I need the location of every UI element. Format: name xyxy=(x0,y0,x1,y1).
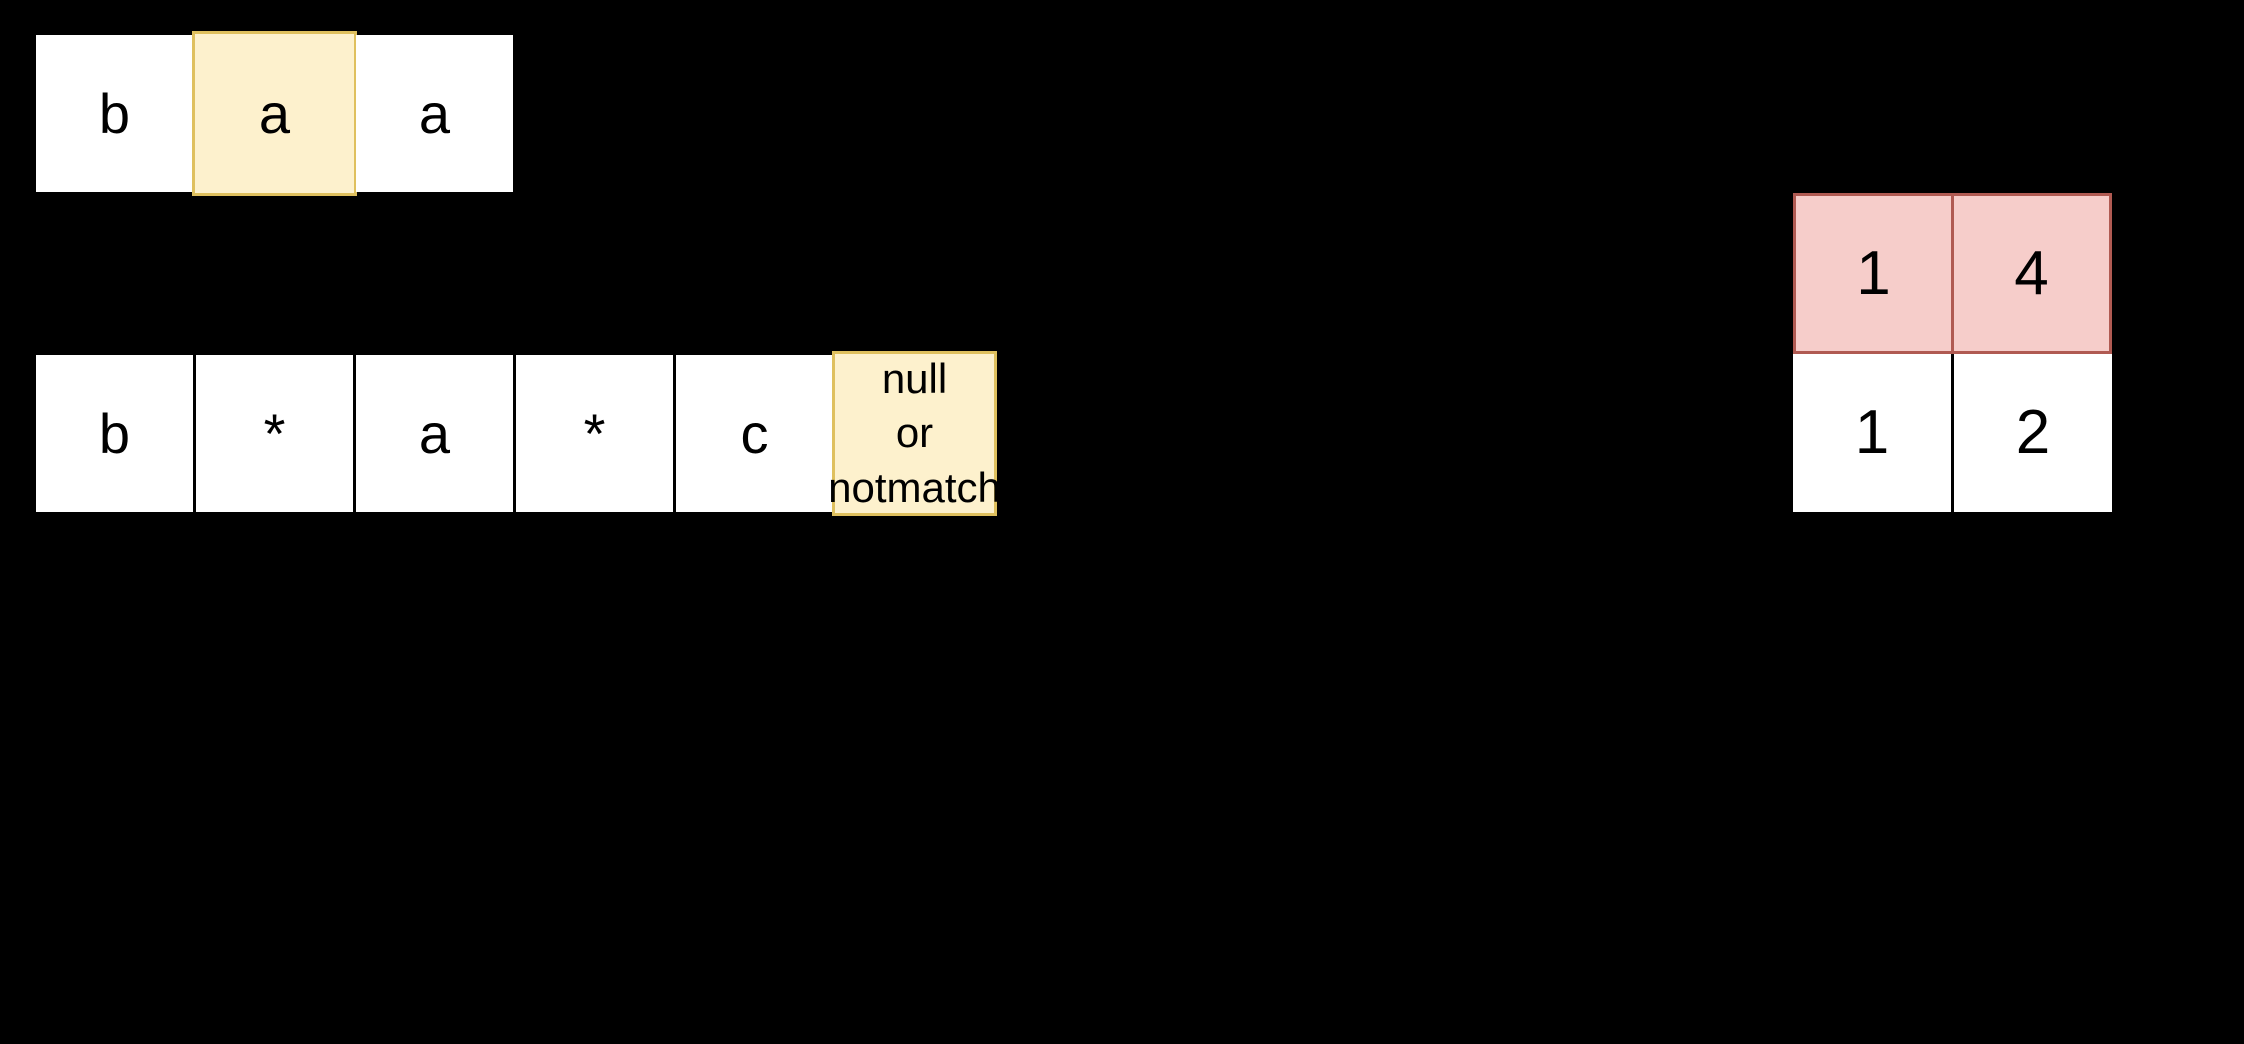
pattern-cell: a xyxy=(356,355,513,512)
string-cell: a xyxy=(356,35,513,192)
text-row: b a a xyxy=(36,31,513,196)
dp-cell-highlighted: 1 xyxy=(1793,193,1954,354)
dp-cell: 1 xyxy=(1793,354,1951,512)
pattern-cell: c xyxy=(676,355,833,512)
dp-grid-row-highlighted: 1 4 xyxy=(1793,193,2112,354)
string-cell: b xyxy=(36,35,193,192)
string-cell-highlighted: a xyxy=(192,31,357,196)
pattern-cell: b xyxy=(36,355,193,512)
dp-cell-highlighted: 4 xyxy=(1951,193,2112,354)
pattern-row: b * a * c null or notmatch xyxy=(36,351,1001,516)
dp-grid-row: 1 2 xyxy=(1793,354,2112,512)
dp-grid: 1 4 1 2 xyxy=(1793,193,2112,512)
pattern-cell: * xyxy=(516,355,673,512)
dp-cell: 2 xyxy=(1954,354,2112,512)
pattern-cell: * xyxy=(196,355,353,512)
pattern-result-cell-highlighted: null or notmatch xyxy=(828,351,1001,516)
